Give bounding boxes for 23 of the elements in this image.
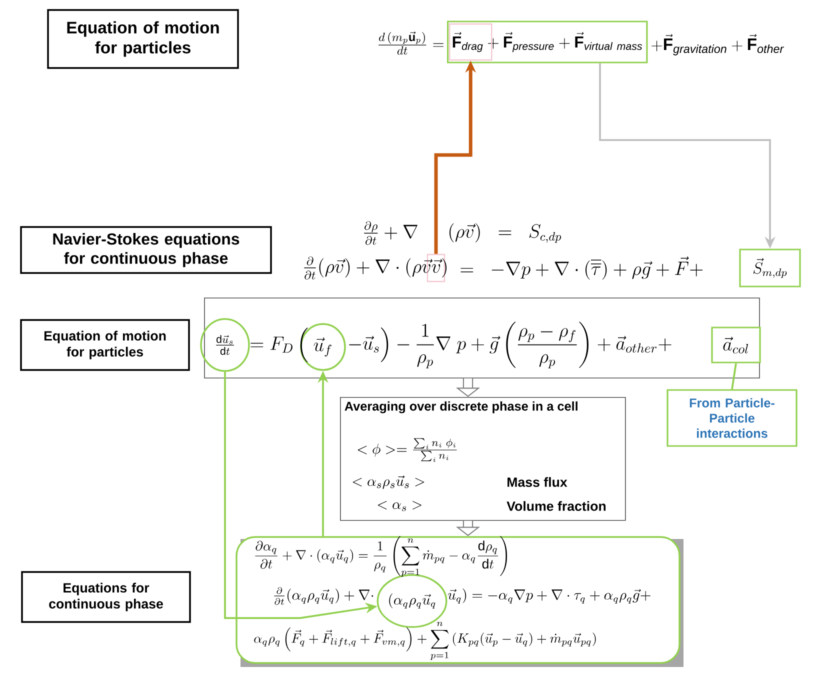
equation: $\frac{\partial}{\partial t}(\alpha_q\rho_q\vec{u}_q)+\nabla\cdot$: [274, 587, 374, 605]
highlight-box: $\vec{\mathbf{F}}_{\mathit{drag}}+\vec{\mathbf{F}}_{\mathit{pressure}}+\vec{\mathbf{F}}_{\mathit{virtual\ mass}}$: [447, 20, 648, 64]
note-box: From Particle-Particle interactions: [666, 389, 798, 447]
highlight-box: $\vec{S}_{m,dp}$: [739, 248, 801, 288]
equation: $<\phi>=\frac{\sum_i n_i\;\phi_i}{\sum_i n_i}$: [358, 438, 457, 462]
label-box: Equation of motion for particles: [20, 319, 190, 371]
equation-box: [204, 298, 760, 378]
equation: $\frac{\partial\alpha_q}{\partial t}+\nabla\cdot(\alpha_q\vec{u}_q)=\frac{1}{\rho_q}\left(\sum_{p=1}^{n}\dot{m}_{pq}-\alpha_q\frac{\mathrm{d}\rho_q}{\mathrm{d}t}\right)$: [255, 536, 508, 577]
label-box: Equation of motion for particles: [47, 9, 239, 69]
equation: $=\;\;-\nabla p+\nabla\cdot(\overline{\overline{\tau}})+\rho\vec{g}+\vec{F}+$: [460, 256, 703, 280]
equation-box: [236, 536, 684, 667]
equation: $+\vec{\mathbf{F}}_{\mathit{gravitation}}+\vec{\mathbf{F}}_{\mathit{other}}$: [652, 34, 784, 56]
equation: $(\rho\vec{v})\;\;=\;\;S_{c,dp}$: [450, 223, 562, 243]
label-box: Navier-Stokes equations for continuous phase: [20, 226, 272, 274]
annotation: Volume fraction: [506, 501, 606, 511]
equation: $<\alpha_s>$: [378, 500, 422, 512]
equation: $-\vec{u}_s\Big)-\frac{1}{\rho_p}\nabla\;p+\vec{g}\left(\frac{\rho_p-\rho_f}{\rho_p}\right)+\vec{a}_{other}+$: [349, 322, 672, 368]
label-box: Equations for continuous phase: [21, 571, 191, 623]
annotation: Mass flux: [508, 477, 568, 487]
equation: $<\alpha_s\rho_s\vec{u}_s>$: [352, 475, 424, 489]
equation: $\frac{\partial\rho}{\partial t}+\nabla$: [364, 221, 418, 245]
highlight-box: $\vec{a}_{col}$: [711, 326, 761, 364]
equation: $\frac{\partial}{\partial t}(\rho\vec{v})+\nabla\cdot(\rho\vec{v}\vec{v})$: [304, 256, 446, 280]
